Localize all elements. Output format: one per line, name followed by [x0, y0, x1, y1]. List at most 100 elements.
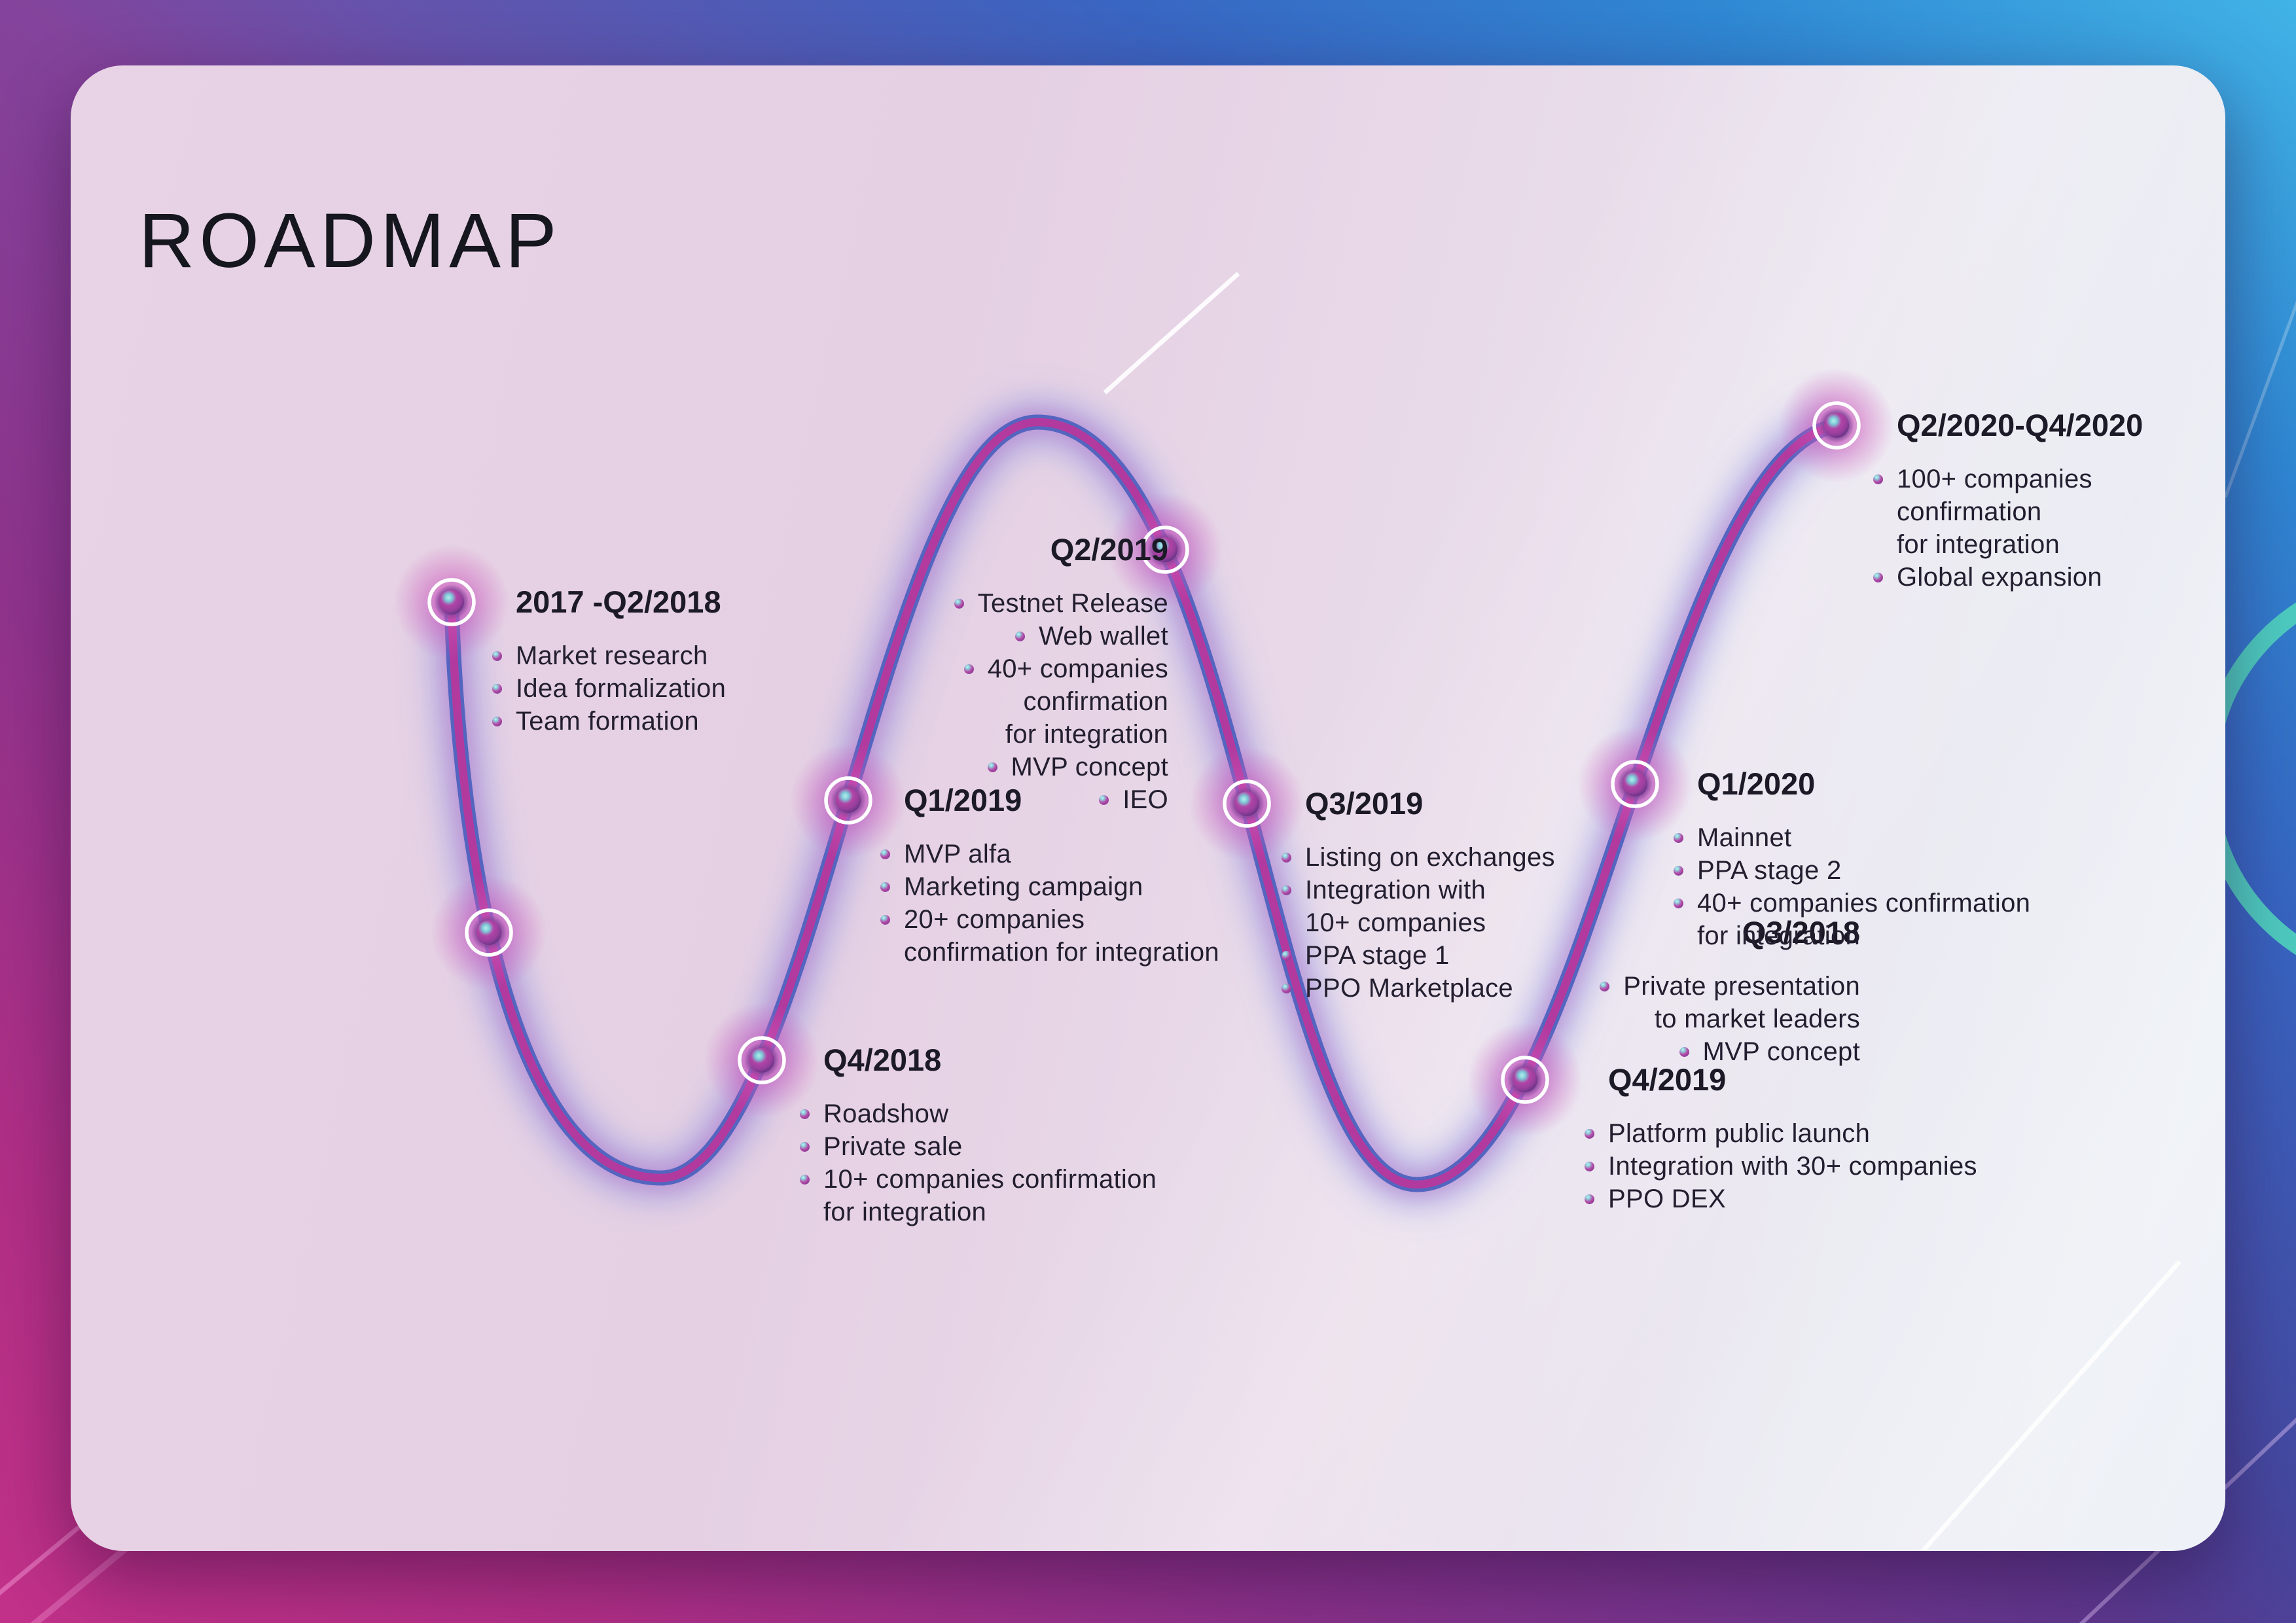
- milestone-item-text: confirmation for integration: [904, 937, 1219, 967]
- bullet-icon: [1282, 983, 1291, 993]
- bullet-icon: [1585, 1194, 1594, 1204]
- milestone-item-text: Integration with: [1305, 875, 1486, 904]
- node-ring: [738, 1036, 786, 1084]
- milestone-item-text: MVP concept: [1702, 1037, 1860, 1066]
- milestone-item-text: 40+ companies confirmation: [1697, 888, 2031, 918]
- white-diagonal-line: [1857, 1260, 2181, 1551]
- white-diagonal-line: [1103, 272, 1240, 395]
- milestone-item: for integration: [954, 718, 1168, 751]
- bullet-icon: [800, 1109, 810, 1119]
- milestone-node-m8: [1577, 726, 1693, 842]
- milestone-item-text: confirmation: [1023, 687, 1168, 716]
- node-sphere-icon: [1513, 1067, 1537, 1092]
- milestone-item-text: for integration: [1697, 921, 1861, 950]
- milestone-item-text: PPO Marketplace: [1305, 973, 1513, 1003]
- milestone-item-text: Platform public launch: [1608, 1118, 1871, 1148]
- milestone-node-m9: [1779, 368, 1894, 483]
- milestone-item: 10+ companies: [1282, 906, 1555, 939]
- roadmap-card: [71, 65, 2225, 1551]
- milestone-item-text: IEO: [1122, 785, 1168, 814]
- milestone-node-m3: [704, 1003, 819, 1118]
- milestone-item: Platform public launch: [1585, 1117, 1977, 1150]
- milestone-item-text: 40+ companies: [987, 654, 1168, 683]
- milestone-node-m6: [1189, 746, 1304, 861]
- milestone-item: Integration with 30+ companies: [1585, 1150, 1977, 1183]
- wave-path-group: [431, 401, 1844, 1206]
- milestone-label: 2017 -Q2/2018: [516, 584, 721, 619]
- milestone-item-text: confirmation: [1897, 497, 2042, 526]
- bullet-icon: [800, 1141, 810, 1152]
- milestone-item-text: Private presentation: [1623, 971, 1860, 1001]
- milestone-item: PPA stage 2: [1674, 854, 2030, 887]
- milestone-item: Roadshow: [800, 1097, 1157, 1130]
- milestone-node-m1: [394, 544, 509, 660]
- milestone-item-text: Idea formalization: [516, 673, 726, 703]
- milestone-item-text: for integration: [1897, 529, 2060, 559]
- milestone-item: Testnet Release: [954, 587, 1168, 620]
- node-ring: [1223, 779, 1271, 828]
- milestone-item-text: Global expansion: [1897, 562, 2102, 592]
- milestone-item: Market research: [492, 639, 726, 672]
- milestone-item: Global expansion: [1873, 561, 2143, 594]
- bullet-icon: [1674, 832, 1683, 843]
- milestone-item: 40+ companies: [954, 652, 1168, 685]
- node-ring: [1141, 526, 1189, 574]
- node-sphere-icon: [1153, 537, 1177, 562]
- bullet-icon: [880, 849, 890, 859]
- milestone-item: MVP concept: [954, 751, 1168, 783]
- milestone-item-text: PPO DEX: [1608, 1184, 1726, 1213]
- milestone-item-text: 100+ companies: [1897, 464, 2092, 493]
- milestone-item-text: Marketing campaign: [904, 872, 1143, 901]
- milestone-item: for integration: [1674, 919, 2030, 952]
- milestone-item: Idea formalization: [492, 672, 726, 705]
- milestone-item: 40+ companies confirmation: [1674, 887, 2030, 919]
- milestone-item-text: 10+ companies confirmation: [823, 1164, 1157, 1194]
- milestone-item: Marketing campaign: [880, 870, 1219, 903]
- milestone-item-text: 20+ companies: [904, 904, 1085, 934]
- milestone-item: to market leaders: [1600, 1003, 1860, 1035]
- milestone-item-text: Market research: [516, 641, 708, 670]
- milestone-node-m7: [1467, 1022, 1583, 1137]
- milestone-item: 10+ companies confirmation: [800, 1163, 1157, 1196]
- milestone-label: Q1/2020: [1697, 766, 1816, 801]
- milestone-item-text: 10+ companies: [1305, 908, 1486, 937]
- bullet-icon: [1282, 885, 1291, 895]
- milestone-label: Q3/2019: [1305, 786, 1424, 821]
- milestone-item-text: PPA stage 2: [1697, 855, 1842, 885]
- milestone-item: Private presentation: [1600, 970, 1860, 1003]
- bullet-icon: [1585, 1128, 1594, 1139]
- bullet-icon: [880, 914, 890, 925]
- node-ring: [824, 776, 872, 825]
- node-ring: [1501, 1056, 1549, 1104]
- bullet-icon: [492, 651, 502, 661]
- milestone-label: Q2/2019: [1050, 532, 1168, 567]
- bullet-icon: [1674, 865, 1683, 876]
- milestone-item: confirmation: [1873, 495, 2143, 528]
- milestone-label: Q4/2018: [823, 1043, 942, 1077]
- bullet-icon: [1674, 898, 1683, 908]
- light-streak-line: [2223, 300, 2296, 498]
- bullet-icon: [1873, 572, 1883, 582]
- milestone-item: Integration with: [1282, 874, 1555, 906]
- milestone-item: Team formation: [492, 705, 726, 738]
- milestone-item-text: Listing on exchanges: [1305, 842, 1555, 872]
- bullet-icon: [1015, 631, 1026, 641]
- bullet-icon: [800, 1174, 810, 1185]
- bullet-icon: [1282, 852, 1291, 863]
- node-ring: [427, 578, 476, 626]
- milestone-item: confirmation: [954, 685, 1168, 718]
- node-sphere-icon: [836, 788, 861, 813]
- node-ring: [1611, 760, 1659, 808]
- milestone-label: Q4/2019: [1608, 1062, 1727, 1097]
- bullet-icon: [1873, 474, 1883, 484]
- node-sphere-icon: [476, 920, 501, 945]
- milestone-node-m5: [1107, 492, 1223, 607]
- milestone-label: Q3/2018: [1742, 915, 1860, 950]
- milestone-item: MVP concept: [1600, 1035, 1860, 1068]
- bullet-icon: [1600, 981, 1610, 991]
- milestone-item: PPO DEX: [1585, 1183, 1977, 1215]
